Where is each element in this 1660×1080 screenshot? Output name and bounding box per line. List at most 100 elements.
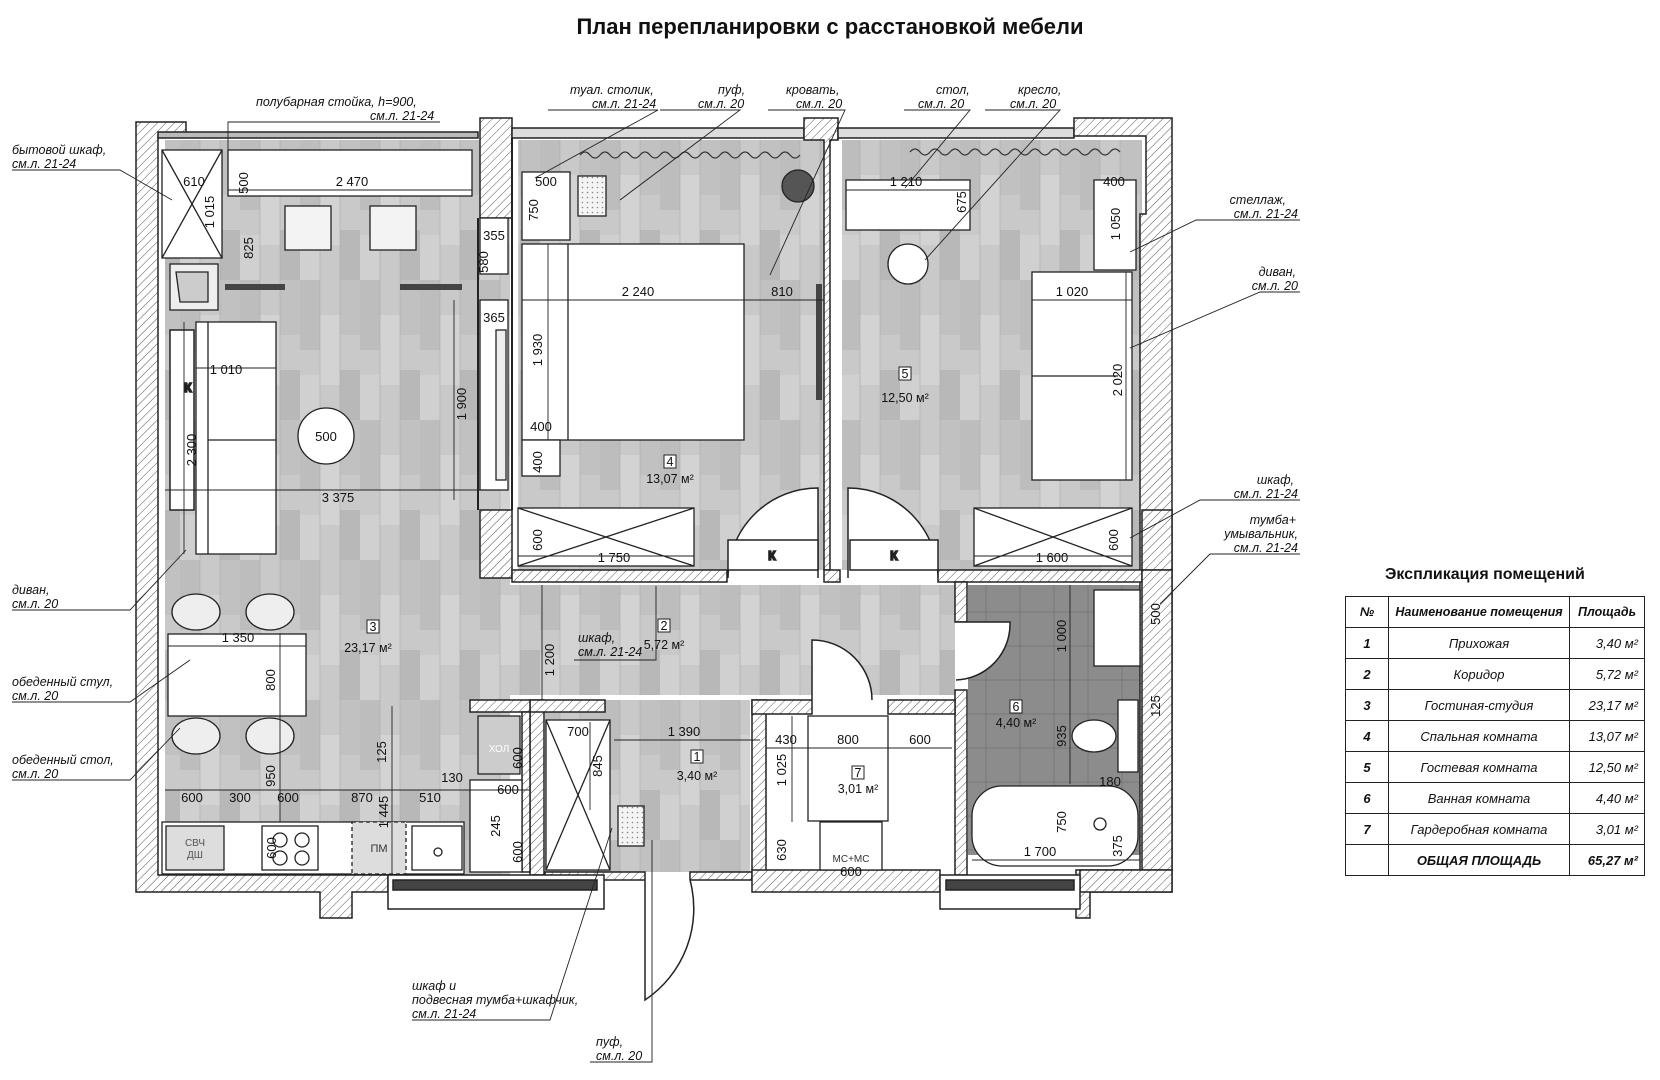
curtain-guest (909, 148, 1121, 156)
room-area: 12,50 м² (881, 391, 929, 405)
burner-2 (294, 832, 310, 848)
leader-chair (12, 659, 191, 703)
plan-title: План перепланировки с расстановкой мебел… (576, 14, 1084, 39)
label-pouf-top-1: пуф, (718, 83, 745, 97)
leader-bed (768, 109, 846, 276)
wall-bedroom-bottom (511, 569, 728, 583)
dim-1445: 1 445 (376, 796, 391, 829)
sink-drain (433, 847, 443, 857)
label-wardrobe-hanging-1: шкаф и (412, 979, 456, 993)
label-table-1: стол, (936, 83, 970, 97)
toilet-tank (1117, 699, 1139, 773)
row-name: Ванная комната (1388, 782, 1570, 814)
row-number: 2 (1345, 658, 1389, 690)
total-row: ОБЩАЯ ПЛОЩАДЬ 65,27 м² (1345, 844, 1645, 876)
wall-bed-guest-bottom (823, 569, 841, 583)
washer-dryer (819, 821, 883, 871)
wall-column-a (479, 117, 513, 219)
dishwasher-mark: ПМ (370, 843, 387, 855)
table-row: 1 Прихожая 3,40 м² (1345, 627, 1645, 659)
stool-2 (369, 205, 417, 251)
windows (296, 148, 1121, 910)
dim-845: 845 (590, 755, 605, 777)
dim-950: 950 (263, 765, 278, 787)
header-area: Площадь (1569, 596, 1645, 628)
row-area: 12,50 м² (1569, 751, 1645, 783)
label-vanity-3: см.л. 21-24 (1234, 541, 1298, 555)
dim-1750: 1 750 (598, 550, 631, 565)
wall-hall-top (529, 699, 606, 713)
room-number: 4 (667, 455, 674, 469)
row-number: 3 (1345, 689, 1389, 721)
leader-shelving (1129, 219, 1300, 253)
callout-texts: полубарная стойка, h=900, см.л. 21-24 бы… (12, 83, 1298, 1063)
label-wardrobe-right-1: шкаф, (1257, 473, 1294, 487)
room-number: 5 (902, 367, 909, 381)
dim-375: 375 (1110, 835, 1125, 857)
room-tag-4: 4 13,07 м² (646, 454, 694, 486)
row-number: 4 (1345, 720, 1389, 752)
hall-cabinet (469, 779, 523, 873)
room-tag-box (366, 619, 380, 634)
dim-1700: 1 700 (1024, 844, 1057, 859)
dim-125: 125 (374, 741, 389, 763)
label-sofa-right-2: см.л. 20 (1252, 279, 1298, 293)
room-number: 1 (694, 750, 701, 764)
row-number: 7 (1345, 813, 1389, 845)
dim-2020: 2 020 (1110, 364, 1125, 397)
dim-610: 610 (183, 174, 205, 189)
bath-vanity (1093, 589, 1141, 667)
wall-bath-left-2 (954, 689, 968, 876)
explication-panel: Экспликация помещений № Наименование пом… (1345, 566, 1645, 876)
label-armchair-1: кресло, (1018, 83, 1061, 97)
burner-3 (272, 850, 288, 866)
dim-1210: 1 210 (890, 174, 923, 189)
room-tag-5: 5 12,50 м² (881, 366, 929, 405)
dim-300: 300 (229, 790, 251, 805)
row-number: 1 (1345, 627, 1389, 659)
label-wardrobe-mid-1: шкаф, (578, 631, 615, 645)
label-dressing-table-2: см.л. 21-24 (592, 97, 656, 111)
dim-870: 870 (351, 790, 373, 805)
label-sofa-right-1: диван, (1259, 265, 1296, 279)
label-bed-1: кровать, (786, 83, 839, 97)
dim-600-hall: 600 (497, 782, 519, 797)
cabinet-box-inner (175, 271, 209, 303)
row-area: 23,17 м² (1569, 689, 1645, 721)
dim-600-k1: 600 (181, 790, 203, 805)
wall-fridge-niche (469, 699, 531, 713)
row-area: 13,07 м² (1569, 720, 1645, 752)
wall-guest-bottom (937, 569, 1143, 583)
dressing-table (521, 171, 571, 241)
burner-4 (294, 850, 310, 866)
leader-table (904, 109, 971, 189)
dim-400: 400 (530, 419, 552, 434)
dim-365: 365 (483, 310, 505, 325)
room-tag-3: 3 23,17 м² (344, 619, 392, 655)
room-tag-6: 6 4,40 м² (996, 699, 1036, 730)
radiator-mark-bed: К (768, 549, 776, 563)
dim-600-cook: 600 (264, 837, 279, 859)
label-shelving-2: см.л. 21-24 (1234, 207, 1298, 221)
room-tag-box (1009, 699, 1023, 714)
dim-600-hall-v: 600 (510, 841, 525, 863)
label-pouf-bottom-2: см.л. 20 (596, 1049, 642, 1063)
room-area: 13,07 м² (646, 472, 694, 486)
wall-bottom-right (1079, 869, 1173, 893)
rail-2 (400, 284, 462, 290)
furniture (161, 149, 1141, 875)
table-header-row: № Наименование помещения Площадь (1345, 596, 1645, 628)
dim-355: 355 (483, 228, 505, 243)
radiators: К К К (169, 329, 939, 571)
dim-1050: 1 050 (1108, 208, 1123, 241)
dim-125-bath: 125 (1148, 695, 1163, 717)
total-empty (1345, 844, 1389, 876)
radiator-mark-guest: К (890, 549, 898, 563)
bar-counter (227, 149, 473, 197)
room-area: 23,17 м² (344, 641, 392, 655)
dim-935: 935 (1054, 725, 1069, 747)
dim-1390: 1 390 (668, 724, 701, 739)
dim-3375: 3 375 (322, 490, 355, 505)
leader-ward-h (412, 827, 613, 1021)
dishwasher (351, 821, 407, 875)
